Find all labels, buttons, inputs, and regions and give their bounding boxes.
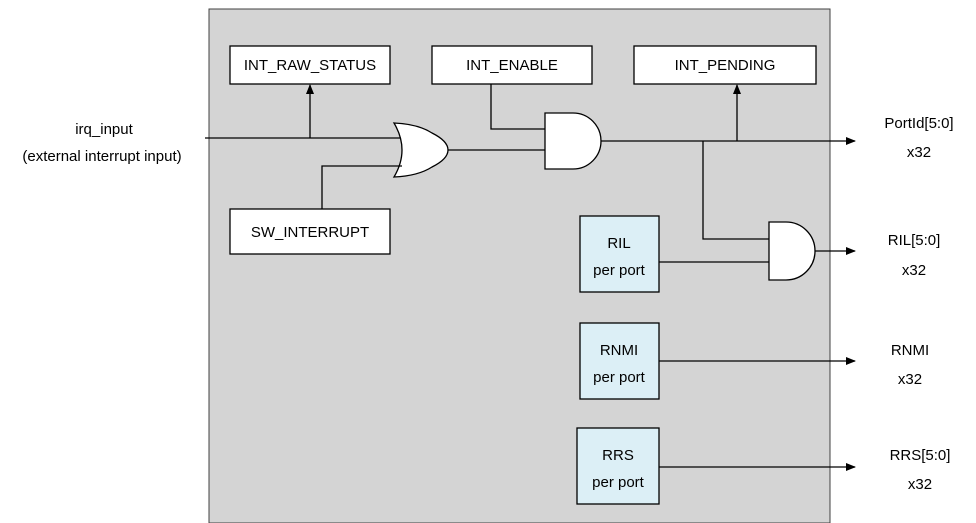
and-gate-enable-icon [544, 112, 602, 170]
irq-input-description: (external interrupt input) [22, 148, 181, 165]
ril-gate-upper-wire [702, 141, 769, 240]
int-pending-label: INT_PENDING [675, 57, 776, 74]
ril-per-port-title: RIL [607, 235, 630, 252]
int-pending-register: INT_PENDING [633, 45, 817, 85]
rnmi-output-label: RNMI [891, 342, 929, 359]
int-enable-register: INT_ENABLE [431, 45, 593, 85]
enable-wire [490, 84, 545, 130]
rnmi-per-port-subtitle: per port [593, 369, 646, 386]
rnmi-per-port-title: RNMI [600, 342, 638, 359]
or-gate-icon [392, 122, 449, 178]
and-gate-ril-icon [768, 221, 816, 281]
sw-interrupt-label: SW_INTERRUPT [251, 224, 369, 241]
ril-output-label: RIL[5:0] [888, 232, 941, 249]
sw-interrupt-register: SW_INTERRUPT [229, 208, 391, 255]
rrs-per-port-title: RRS [602, 447, 634, 464]
portid-output-label: PortId[5:0] [884, 115, 953, 132]
int-enable-label: INT_ENABLE [466, 57, 558, 74]
portid-output-count: x32 [907, 144, 931, 161]
int-raw-status-label: INT_RAW_STATUS [244, 57, 376, 74]
sw-interrupt-wire [321, 165, 402, 209]
irq-input-label: irq_input [75, 121, 133, 138]
ril-output-count: x32 [902, 262, 926, 279]
int-raw-status-register: INT_RAW_STATUS [229, 45, 391, 85]
controller-block [208, 8, 831, 523]
rnmi-per-port-box: RNMI per port [579, 322, 660, 400]
ril-per-port-box: RIL per port [579, 215, 660, 293]
ril-per-port-subtitle: per port [593, 262, 646, 279]
rrs-per-port-box: RRS per port [576, 427, 660, 505]
rnmi-output-count: x32 [898, 371, 922, 388]
rrs-per-port-subtitle: per port [592, 474, 645, 491]
rrs-output-count: x32 [908, 476, 932, 493]
rrs-output-label: RRS[5:0] [890, 447, 951, 464]
